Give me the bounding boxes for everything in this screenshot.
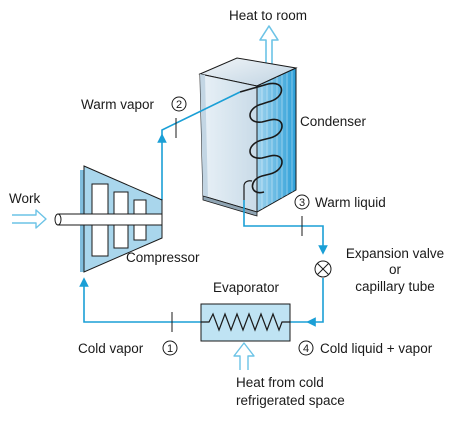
heat-to-room-arrow	[259, 25, 279, 68]
work-arrow	[12, 209, 47, 229]
heat-to-room-label: Heat to room	[229, 8, 307, 23]
condenser-label: Condenser	[300, 114, 367, 129]
condenser	[198, 57, 298, 217]
state-point-4-number: 4	[303, 343, 309, 355]
refrigerant-flow-lines	[79, 91, 328, 327]
work-label: Work	[9, 191, 41, 206]
cold-liquid-vapor-label: Cold liquid + vapor	[320, 341, 433, 356]
or-label: or	[389, 262, 402, 277]
state-point-1-marker: 1	[162, 340, 178, 356]
expansion-valve	[314, 260, 332, 278]
state-point-2-marker: 2	[171, 96, 187, 112]
cold-vapor-label: Cold vapor	[78, 341, 144, 356]
expansion-valve-label: Expansion valve	[346, 246, 444, 261]
state-point-3-number: 3	[299, 197, 305, 209]
state-point-4-marker: 4	[298, 340, 314, 356]
state-point-2-number: 2	[176, 99, 182, 111]
compressor-label: Compressor	[126, 250, 200, 265]
compressor	[54, 165, 163, 273]
heat-from-cold-label-line2: refrigerated space	[236, 393, 345, 408]
warm-vapor-label: Warm vapor	[81, 97, 155, 112]
capillary-tube-label: capillary tube	[355, 279, 435, 294]
warm-liquid-label: Warm liquid	[315, 195, 386, 210]
heat-from-cold-label-line1: Heat from cold	[236, 375, 324, 390]
state-point-1-number: 1	[167, 343, 173, 355]
heat-from-cold-arrow	[233, 342, 255, 370]
evaporator-label: Evaporator	[213, 280, 280, 295]
evaporator	[200, 303, 291, 342]
state-point-3-marker: 3	[294, 194, 310, 210]
